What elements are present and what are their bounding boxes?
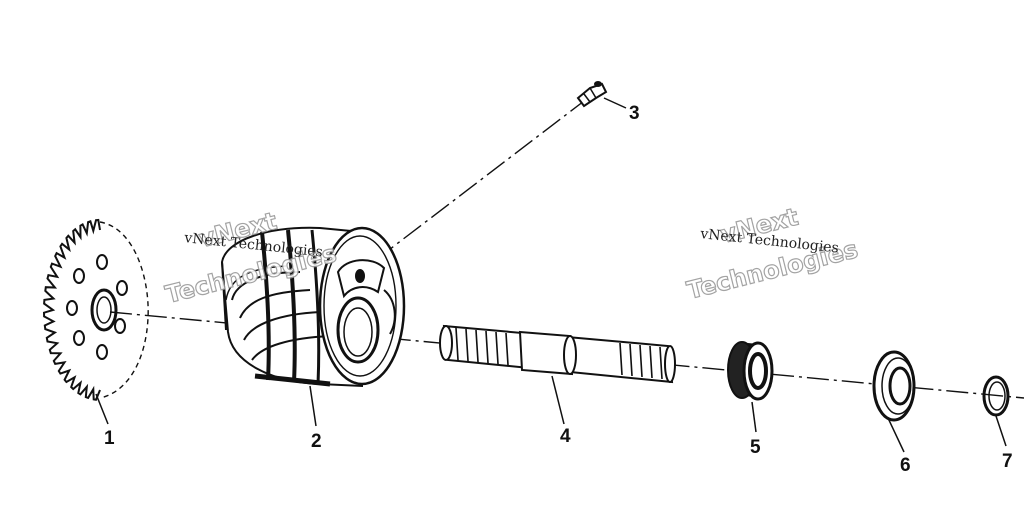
callout-2: 2 <box>311 431 322 452</box>
part-3-bolt <box>576 81 627 109</box>
part-5-bearing <box>727 341 774 401</box>
callout-7: 7 <box>1002 451 1013 472</box>
part-6-seal <box>872 350 916 422</box>
bolt-axis-line <box>359 97 589 273</box>
part-4-splined-shaft <box>439 324 676 384</box>
leader-lines <box>95 375 1007 453</box>
part-7-snap-ring <box>982 375 1010 417</box>
callout-4: 4 <box>560 426 571 447</box>
callout-6: 6 <box>900 455 911 476</box>
callouts: 1 2 3 4 5 6 7 <box>104 103 1013 476</box>
callout-3: 3 <box>629 103 640 124</box>
callout-1: 1 <box>104 428 115 449</box>
part-1-sprocket <box>42 218 149 401</box>
part-2-clutch-drum <box>220 226 406 388</box>
callout-5: 5 <box>750 437 761 458</box>
